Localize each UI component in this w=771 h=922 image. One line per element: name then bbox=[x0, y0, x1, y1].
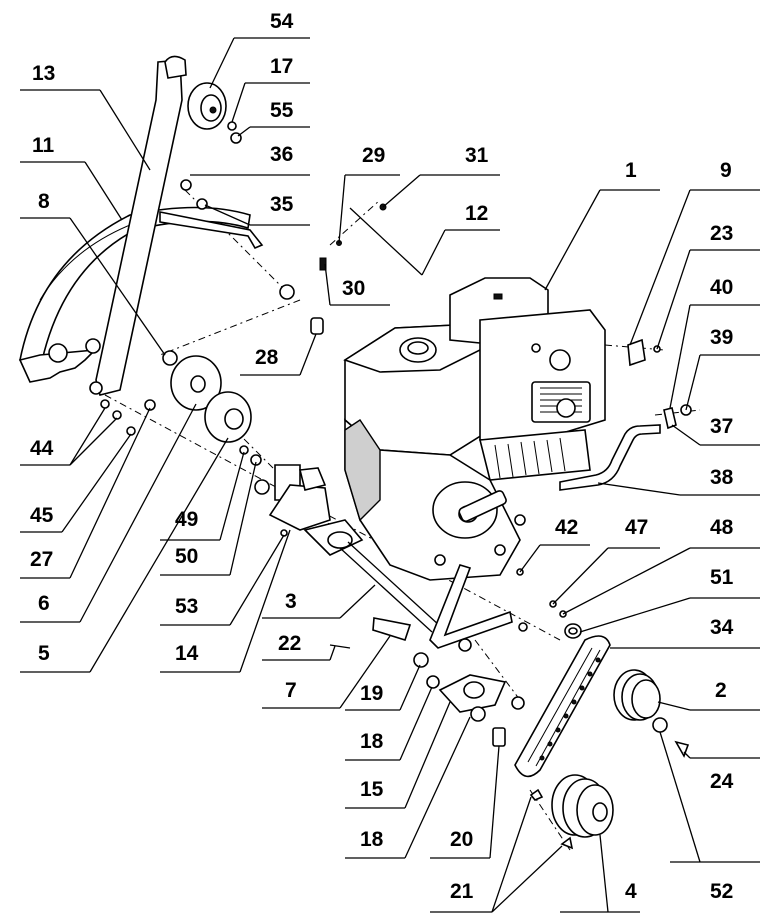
callout-23: 23 bbox=[710, 222, 733, 245]
callout-12: 12 bbox=[465, 202, 488, 225]
muffler-pipe bbox=[559, 424, 661, 491]
engine bbox=[343, 277, 606, 581]
callout-22: 22 bbox=[278, 632, 301, 655]
callout-30: 30 bbox=[342, 277, 365, 300]
callout-1: 1 bbox=[625, 159, 637, 182]
callout-55: 55 bbox=[270, 99, 294, 122]
callout-11: 11 bbox=[32, 134, 55, 157]
callout-15: 15 bbox=[360, 778, 384, 801]
small-hardware-36-35 bbox=[180, 179, 208, 210]
callout-54: 54 bbox=[270, 10, 294, 33]
callout-36: 36 bbox=[270, 143, 293, 166]
callout-7: 7 bbox=[285, 679, 297, 702]
knob-54 bbox=[187, 82, 242, 144]
callout-40: 40 bbox=[710, 276, 733, 299]
small-brackets-9-23-40-39-37 bbox=[627, 338, 692, 430]
callout-29: 29 bbox=[362, 144, 385, 167]
drive-belt bbox=[514, 635, 611, 778]
callout-13: 13 bbox=[32, 62, 55, 85]
callout-19: 19 bbox=[360, 682, 383, 705]
callout-27: 27 bbox=[30, 548, 53, 571]
callout-51: 51 bbox=[710, 566, 734, 589]
callout-52: 52 bbox=[710, 880, 733, 903]
callout-48: 48 bbox=[710, 516, 734, 539]
callout-6: 6 bbox=[38, 592, 50, 615]
callout-17: 17 bbox=[270, 55, 293, 78]
guard-arm bbox=[89, 55, 187, 396]
callout-20: 20 bbox=[450, 828, 473, 851]
blade-guard bbox=[18, 206, 251, 383]
callout-31: 31 bbox=[465, 144, 489, 167]
callout-18-lower: 18 bbox=[360, 828, 384, 851]
shaft-assembly bbox=[303, 519, 441, 649]
pulley-4 bbox=[529, 774, 614, 850]
rod-29-31-12 bbox=[319, 203, 423, 276]
leader-lines bbox=[20, 37, 760, 913]
guard-top-bracket bbox=[159, 211, 324, 335]
callout-5: 5 bbox=[38, 642, 50, 665]
callout-47: 47 bbox=[625, 516, 648, 539]
callout-28: 28 bbox=[255, 346, 279, 369]
callout-14: 14 bbox=[175, 642, 199, 665]
callout-24: 24 bbox=[710, 770, 734, 793]
washer-51 bbox=[564, 623, 582, 639]
callout-35: 35 bbox=[270, 193, 294, 216]
callout-50: 50 bbox=[175, 545, 198, 568]
callout-39: 39 bbox=[710, 326, 733, 349]
callout-49: 49 bbox=[175, 508, 198, 531]
callout-45: 45 bbox=[30, 504, 54, 527]
callout-37: 37 bbox=[710, 415, 733, 438]
callout-53: 53 bbox=[175, 595, 198, 618]
callout-2: 2 bbox=[715, 679, 727, 702]
callout-8: 8 bbox=[38, 190, 50, 213]
callout-44: 44 bbox=[30, 437, 54, 460]
callout-4: 4 bbox=[625, 880, 637, 903]
callout-38: 38 bbox=[710, 466, 734, 489]
callout-9: 9 bbox=[720, 159, 732, 182]
callout-18-upper: 18 bbox=[360, 730, 384, 753]
callout-42: 42 bbox=[555, 516, 578, 539]
pulley-2 bbox=[613, 669, 690, 758]
blade-flange bbox=[100, 350, 262, 466]
bearing-plate-15 bbox=[413, 638, 525, 747]
callout-3: 3 bbox=[285, 590, 297, 613]
callout-34: 34 bbox=[710, 616, 734, 639]
callout-21: 21 bbox=[450, 880, 474, 903]
callout-labels: 54 17 55 36 13 11 8 29 31 12 35 30 28 1 … bbox=[30, 10, 734, 903]
bearing-bracket bbox=[254, 464, 331, 537]
